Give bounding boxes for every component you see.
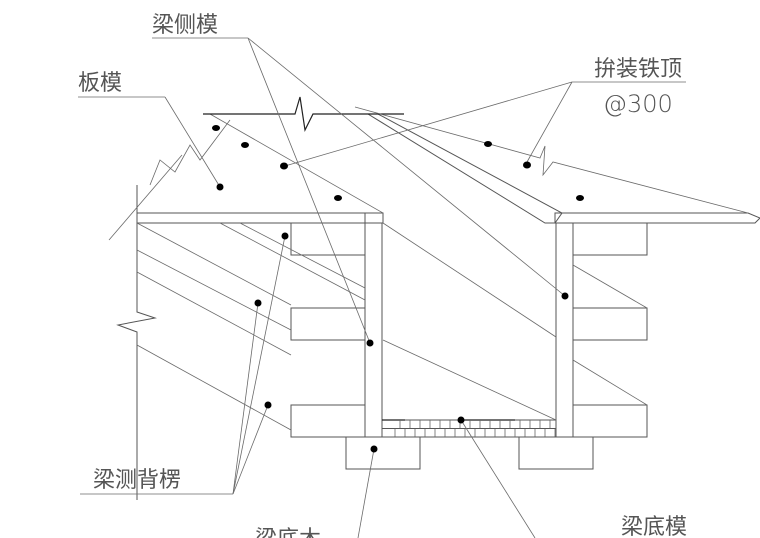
beam-side-form-left	[364, 222, 383, 438]
label-beam-back-ribs: 梁测背楞	[93, 468, 181, 493]
back-rib-left-1	[290, 222, 366, 256]
label-beam-side-form: 梁侧模	[152, 13, 218, 38]
back-rib-left-3	[290, 404, 366, 438]
perspective-lines	[136, 113, 648, 431]
beam-bottom-form-joints	[394, 420, 556, 437]
label-beam-bottom-wood: 梁底木	[255, 527, 321, 538]
slab-form-left	[136, 212, 384, 224]
left-break-line	[116, 185, 157, 500]
rebar-dots	[212, 125, 584, 453]
label-tie-bar: 拚装铁顶	[594, 57, 682, 82]
back-rib-right-2	[572, 307, 648, 341]
leader-lines	[78, 37, 686, 538]
label-slab-form: 板模	[78, 71, 122, 96]
beam-bottom-wood-left	[345, 436, 421, 470]
top-break-line	[203, 96, 404, 132]
beam-side-form-right	[555, 222, 574, 438]
beam-bottom-wood-right	[518, 436, 594, 470]
slab-form-right	[554, 212, 760, 224]
label-beam-bottom-form: 梁底模	[621, 515, 687, 538]
back-rib-left-2	[290, 307, 366, 341]
back-rib-right-3	[572, 404, 648, 438]
label-tie-spacing: @300	[603, 90, 673, 118]
back-rib-right-1	[572, 222, 648, 256]
beam-bottom-form	[381, 419, 557, 438]
slope-form	[366, 113, 563, 224]
